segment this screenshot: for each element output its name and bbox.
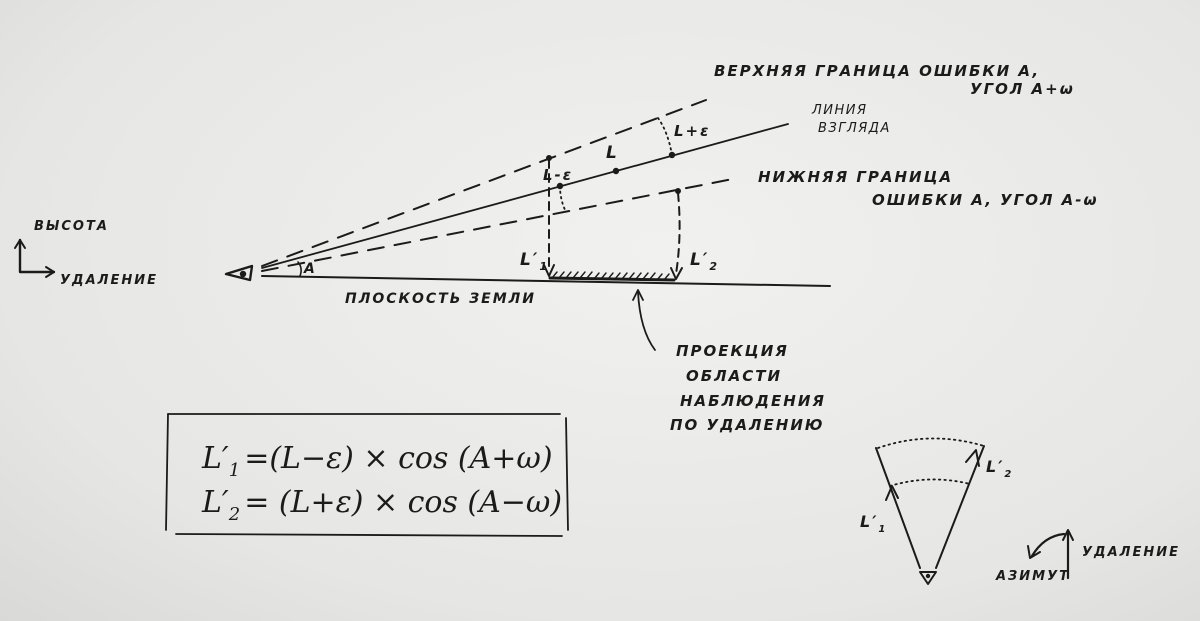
l1-prime-label: L′1 — [520, 250, 549, 273]
lower-error-bound-line — [261, 177, 739, 272]
formula-l2: L′2= (L+ε) × cos (A−ω) — [201, 485, 562, 525]
sector-l1-label: L′1 — [860, 512, 887, 535]
axis-height-label: ВЫСОТА — [34, 219, 109, 234]
ground-plane-label: ПЛОСКОСТЬ ЗЕМЛИ — [345, 291, 536, 307]
point-l-minus-eps-label: L-ε — [543, 166, 573, 184]
point-l-label: L — [606, 143, 619, 163]
azimuth-label: АЗИМУТ — [995, 569, 1070, 584]
upper-error-bound-line — [261, 99, 707, 267]
lower-bound-label-2: ОШИБКИ A, УГОЛ A-ω — [872, 191, 1099, 209]
projection-label-1: ПРОЕКЦИЯ — [676, 342, 789, 360]
azimuth-indicator: АЗИМУТ УДАЛЕНИЕ — [995, 529, 1180, 584]
projection-hatched-segment — [548, 271, 676, 282]
formula-l1: L′1=(L−ε) × cos (A+ω) — [201, 441, 553, 481]
axis-distance-label: УДАЛЕНИЕ — [60, 273, 158, 288]
lower-bound-label-1: НИЖНЯЯ ГРАНИЦА — [758, 168, 953, 186]
angle-a-label: A — [303, 261, 317, 277]
sight-line-label-1: ЛИНИЯ — [811, 103, 868, 118]
sight-line-label-2: ВЗГЛЯДА — [818, 121, 891, 136]
projection-drop-l2 — [675, 192, 681, 275]
projection-label-2: ОБЛАСТИ — [686, 367, 782, 385]
upper-bound-label-1: ВЕРХНЯЯ ГРАНИЦА ОШИБКИ A, — [714, 62, 1040, 80]
distance-small-label: УДАЛЕНИЕ — [1082, 545, 1180, 560]
ground-plane-line — [261, 275, 831, 287]
projection-label-4: ПО УДАЛЕНИЮ — [670, 416, 824, 434]
formula-box: L′1=(L−ε) × cos (A+ω) L′2= (L+ε) × cos (… — [165, 413, 569, 537]
point-upper-near — [546, 155, 552, 161]
l2-prime-label: L′2 — [690, 250, 719, 273]
near-range-arc — [559, 185, 567, 213]
upper-bound-label-2: УГОЛ A+ω — [970, 80, 1075, 98]
far-range-arc — [657, 117, 673, 156]
axis-indicator: ВЫСОТА УДАЛЕНИЕ — [14, 219, 158, 288]
projection-label-3: НАБЛЮДЕНИЯ — [680, 392, 826, 410]
angle-a-arc — [297, 261, 302, 277]
projection-pointer-arrow — [637, 291, 656, 351]
sector-l2-label: L′2 — [986, 457, 1013, 480]
eye-icon — [224, 264, 254, 282]
point-l-plus-eps-label: L+ε — [674, 122, 710, 140]
point-lower-far — [675, 188, 681, 194]
line-of-sight — [261, 123, 789, 269]
point-l — [612, 167, 620, 175]
top-view-sector: L′1 L′2 — [860, 437, 1013, 585]
